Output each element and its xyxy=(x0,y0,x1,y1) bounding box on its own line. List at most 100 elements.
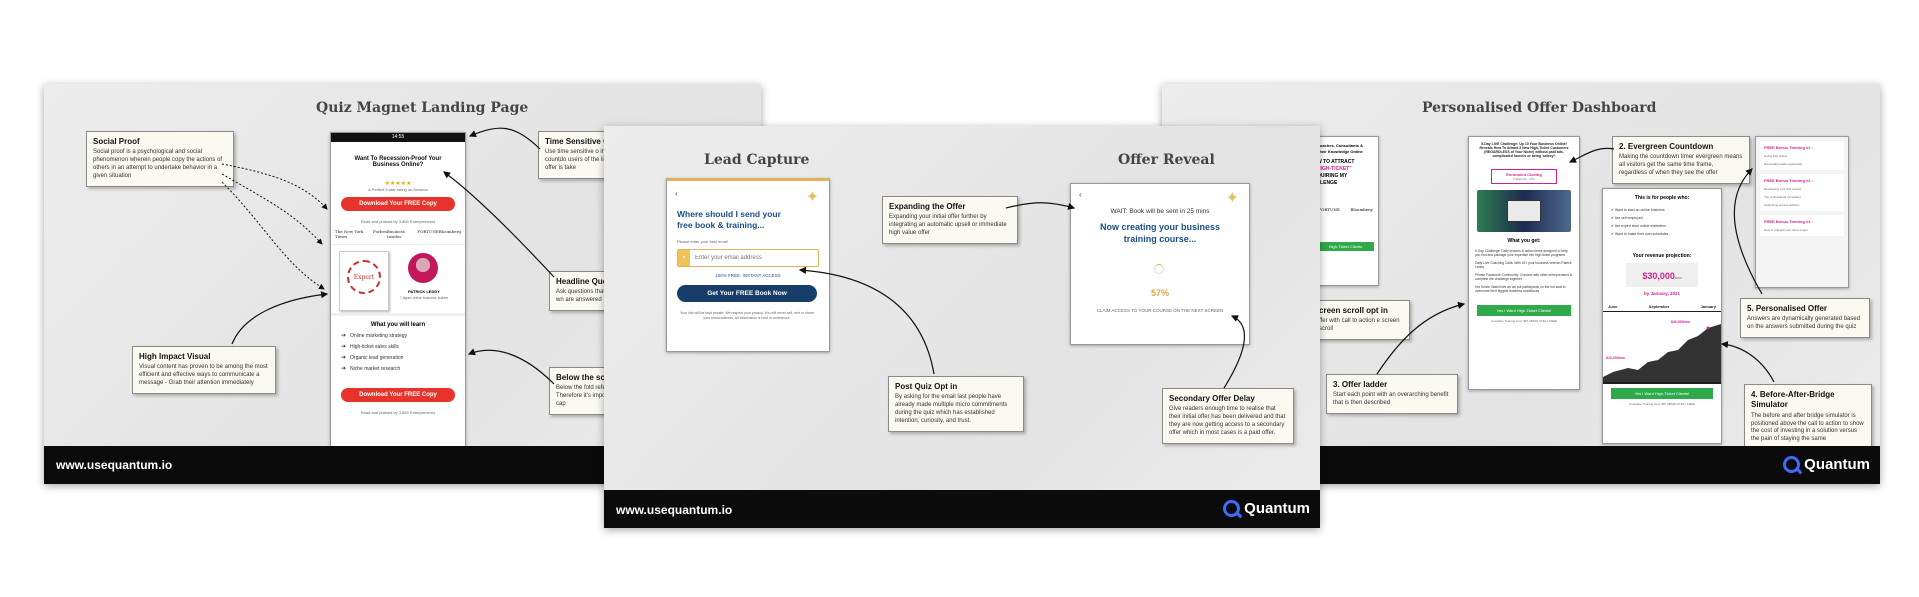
press-logos: FORTUNE Bloomberg xyxy=(1313,207,1378,212)
press-logo: Forbes xyxy=(373,229,387,234)
note-title: Post Quiz Opt in xyxy=(895,382,958,391)
projection-by: by January, 2021 xyxy=(1644,291,1680,296)
note-social-proof: Social Proof Social proof is a psycholog… xyxy=(86,131,234,187)
read-by-text: Read and praised by 3,869 Entrepreneurs xyxy=(360,219,436,224)
email-input[interactable] xyxy=(690,254,807,262)
bonus-phone: FREE Bonus Training #1 : Going fully onl… xyxy=(1755,136,1849,288)
offer-reveal-phone: ‹ ✦ WAIT: Book will be sent in 25 mins N… xyxy=(1070,183,1250,345)
quantum-logo: Quantum xyxy=(1223,500,1310,517)
note-body: Visual content has proven to be among th… xyxy=(139,364,268,386)
quantum-logo: Quantum xyxy=(1783,456,1870,473)
what-title: What you get: xyxy=(1507,238,1541,244)
enrolment-sub: 3 days left · 17hr xyxy=(1512,177,1536,181)
logo-text: Quantum xyxy=(1244,500,1310,517)
logo-text: Quantum xyxy=(1804,456,1870,473)
bonus-item: Going fully online xyxy=(1764,154,1788,158)
for-item-label: Are self employed xyxy=(1614,216,1643,220)
cta-button[interactable]: High-Ticket Clients xyxy=(1317,242,1374,252)
back-chevron-icon[interactable]: ‹ xyxy=(1079,190,1082,199)
note-body: Making the countdown timer evergreen mea… xyxy=(1619,154,1743,176)
note-title: Time Sensitive O xyxy=(545,137,610,146)
lead-hint: Please enter your best email xyxy=(677,239,728,244)
quantum-q-icon xyxy=(1783,456,1801,473)
note-title: 2. Evergreen Countdown xyxy=(1619,142,1714,151)
download-copy-button[interactable]: Download Your FREE Copy xyxy=(341,197,455,211)
phone-copy-line: HIGH-TICKET" xyxy=(1317,166,1352,173)
offer-phone-partial: Coaches, Consultants & Their Knowledge O… xyxy=(1312,136,1379,286)
phone-copy: Coaches, Consultants & Their Knowledge O… xyxy=(1313,137,1378,193)
note-body: Expanding your initial offer further by … xyxy=(889,214,1007,236)
press-logos: The New York Times Forbes Business Insid… xyxy=(331,224,465,245)
phone-copy-line: Their Knowledge Online xyxy=(1317,148,1363,154)
note-body: Give readers enough time to realise that… xyxy=(1169,406,1286,436)
bonus-item: Optimising service delivery xyxy=(1764,203,1800,207)
challenge-hero-image xyxy=(1477,190,1571,232)
benefit-item: 5-Day Challenge: Daily lessons & action … xyxy=(1475,249,1568,258)
footer-url[interactable]: www.usequantum.io xyxy=(616,503,733,517)
arrow-right-icon: ➔ xyxy=(341,333,347,339)
download-copy-button-2[interactable]: Download Your FREE Copy xyxy=(341,388,455,402)
cta-button[interactable]: Yes I Want High-Ticket Clients! xyxy=(1611,388,1713,399)
projection-amount: $30,000 xyxy=(1642,271,1675,281)
benefit-item: Hot Seats: Watch live as we put particip… xyxy=(1475,284,1566,294)
email-field[interactable]: ▪ xyxy=(677,249,819,267)
note-title: Headline Ques xyxy=(556,277,612,286)
cta-button[interactable]: Yes I Want High-Ticket Clients! xyxy=(1477,304,1571,316)
progress-percent: 57% xyxy=(1150,288,1169,298)
wait-text: WAIT: Book will be sent in 25 mins xyxy=(1110,208,1210,215)
for-item: ✔ Are self employed xyxy=(1611,216,1713,220)
for-item-label: Are expert level online marketers xyxy=(1614,224,1666,228)
challenge-intro: 5-Day LIVE Challenge: Up 10 Your Busines… xyxy=(1479,142,1569,158)
phone-headline: Want To Recession-Proof Your Business On… xyxy=(354,156,442,168)
note-body: Use time sensitive o introducing a count… xyxy=(545,149,654,171)
slide-lead-capture: Lead Capture Offer Reveal ‹ ✦ Where shou… xyxy=(604,126,1320,528)
loading-spinner-icon xyxy=(1154,264,1164,274)
phone-copy-line: Coaches, Consultants & xyxy=(1317,143,1364,148)
privacy-text: Your info will be kept private. We respe… xyxy=(680,311,814,320)
note-body: By asking for the email last people have… xyxy=(895,394,1008,424)
rating-stars: ★★★★★ xyxy=(384,181,412,187)
learn-item: ➔High-ticket sales skills xyxy=(341,343,455,351)
learn-title: What you will learn xyxy=(370,322,426,328)
laptop-icon xyxy=(1507,200,1541,222)
check-icon: ✔ xyxy=(1611,216,1615,220)
back-chevron-icon[interactable]: ‹ xyxy=(675,189,678,198)
rating-text: A Perfect 5-star rating on Amazon xyxy=(368,187,428,192)
press-logo: The New York Times xyxy=(335,229,364,239)
note-post-quiz-opt-in: Post Quiz Opt in By asking for the email… xyxy=(888,376,1024,432)
note-body: Social proof is a psychological and soci… xyxy=(93,149,223,179)
lead-capture-phone: ‹ ✦ Where should I send your free book &… xyxy=(666,178,830,352)
note-expanding-offer: Expanding the Offer Expanding your initi… xyxy=(882,196,1018,244)
author-subtitle: 7-figure online business builder xyxy=(399,296,449,300)
phone-copy-line: QUIRING MY xyxy=(1317,173,1348,180)
for-item: ✔ Want to start an online business xyxy=(1611,208,1713,212)
press-logo: Bloomberg xyxy=(1350,207,1373,213)
cost-text: Complete Training cost: $97 ABSOLUTELY F… xyxy=(1490,318,1558,323)
book-author-row: Expert PATRICK LEDDY 7-figure online bus… xyxy=(331,245,465,313)
bonus-title: FREE Bonus Training #3 : xyxy=(1764,219,1813,224)
benefit-item: Daily Live Coaching Calls: With 15+ your… xyxy=(1475,260,1572,270)
phone-copy-line: LLENGE xyxy=(1317,180,1338,187)
author-avatar xyxy=(408,253,438,283)
for-title: This is for people who: xyxy=(1634,195,1690,201)
footer-url[interactable]: www.usequantum.io xyxy=(56,458,173,472)
claim-text: CLAIM ACCESS TO YOUR COURSE ON THE NEXT … xyxy=(1096,308,1224,313)
for-item-label: Want to make their own schedules xyxy=(1614,232,1669,236)
get-free-book-button[interactable]: Get Your FREE Book Now xyxy=(677,285,817,302)
cost-text: Complete Training cost: $97 ABSOLUTELY F… xyxy=(1628,402,1696,406)
challenge-phone: 5-Day LIVE Challenge: Up 10 Your Busines… xyxy=(1468,136,1580,390)
note-high-impact-visual: High Impact Visual Visual content has pr… xyxy=(132,346,276,394)
note-before-after-bridge: 4. Before-After-Bridge Simulator The bef… xyxy=(1744,384,1872,450)
instant-access: 100% FREE. INSTANT ACCESS xyxy=(715,273,781,278)
press-logo: FORTUNE xyxy=(417,229,439,234)
learn-item: ➔Online marketing strategy xyxy=(341,332,455,340)
note-title: 5. Personalised Offer xyxy=(1747,304,1828,313)
learn-section: What you will learn ➔Online marketing st… xyxy=(331,313,465,382)
phone-time: 14:55 xyxy=(391,134,405,140)
projection-amount-box: $30,000/mo xyxy=(1626,263,1698,287)
book-title: Expert xyxy=(353,273,375,281)
learn-item-label: Online marketing strategy xyxy=(350,332,408,339)
note-personalised-offer: 5. Personalised Offer Answers are dynami… xyxy=(1740,298,1870,338)
landing-phone-mockup: 14:55 Want To Recession-Proof Your Busin… xyxy=(330,132,466,484)
note-title: Below the scr xyxy=(556,373,609,382)
